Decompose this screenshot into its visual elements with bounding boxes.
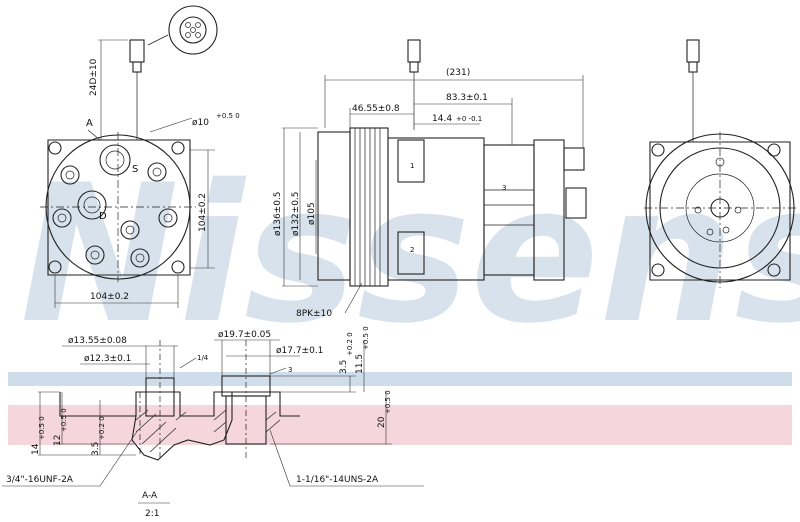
connector-height-dim: 24D±10 bbox=[89, 58, 99, 96]
section-3-5b-dim: 3.5 bbox=[91, 442, 101, 456]
section-17-7-dim: ø17.7±0.1 bbox=[276, 346, 323, 356]
front-height-dim: 104±0.2 bbox=[198, 193, 208, 232]
section-12-3-dim: ø12.3±0.1 bbox=[84, 354, 131, 364]
side-view: 1 2 3 (231) 83.3±0.1 46.55±0.8 14.4 +0 -… bbox=[273, 39, 587, 319]
front-label-d: D bbox=[99, 211, 107, 222]
front-width-dim: 104±0.2 bbox=[90, 292, 129, 302]
section-name: A-A bbox=[142, 491, 158, 501]
section-3-5a-tol: +0.2 0 bbox=[346, 332, 354, 356]
side-46-dim: 46.55±0.8 bbox=[352, 104, 400, 114]
section-20-dim: 20 bbox=[377, 416, 387, 428]
side-label-1: 1 bbox=[410, 162, 414, 170]
side-83-dim: 83.3±0.1 bbox=[446, 93, 488, 103]
front-view: A S D ø10 +0.5 0 104±0.2 104±0.2 bbox=[40, 112, 240, 308]
connector-detail: 24D±10 bbox=[89, 5, 218, 141]
front-pipe-tol: +0.5 0 bbox=[216, 112, 240, 120]
section-angle-b: 3 bbox=[288, 366, 292, 374]
watermark-brand: Nissens bbox=[20, 144, 800, 365]
side-105-dim: ø105 bbox=[307, 202, 317, 225]
section-14-dim: 14 bbox=[31, 443, 41, 455]
section-angle-a: 1/4 bbox=[197, 354, 209, 362]
watermark-band-blue bbox=[8, 372, 792, 386]
section-19-7-dim: ø19.7±0.05 bbox=[218, 330, 271, 340]
section-11-5-tol: +0.5 0 bbox=[362, 326, 370, 350]
side-136-dim: ø136±0.5 bbox=[273, 191, 283, 236]
thread-right-label: 1-1/16"-14UNS-2A bbox=[296, 475, 379, 485]
section-11-5-dim: 11.5 bbox=[355, 354, 365, 374]
side-belt-dim: 8PK±10 bbox=[296, 309, 332, 319]
section-13-55-dim: ø13.55±0.08 bbox=[68, 336, 127, 346]
side-132-dim: ø132±0.5 bbox=[291, 191, 301, 236]
side-overall-dim: (231) bbox=[446, 68, 470, 78]
side-label-3: 3 bbox=[502, 184, 506, 192]
side-14-dim: 14.4 bbox=[432, 114, 452, 124]
front-label-a: A bbox=[86, 118, 93, 129]
watermark-band-pink bbox=[8, 405, 792, 445]
section-20-tol: +0.5 0 bbox=[384, 390, 392, 414]
thread-left-label: 3/4"-16UNF-2A bbox=[6, 475, 74, 485]
section-14-tol: +0.5 0 bbox=[38, 416, 46, 440]
section-12-tol: +0.5 0 bbox=[60, 408, 68, 432]
section-12-dim: 12 bbox=[53, 435, 63, 446]
front-pipe-dim: ø10 bbox=[192, 118, 209, 128]
side-label-2: 2 bbox=[410, 246, 414, 254]
side-14-tol: +0 -0.1 bbox=[456, 115, 482, 123]
section-scale: 2:1 bbox=[145, 509, 159, 519]
rear-view bbox=[644, 39, 796, 288]
section-3-5b-tol: +0.2 0 bbox=[98, 416, 106, 440]
front-label-s: S bbox=[132, 164, 138, 175]
section-a-a: ø13.55±0.08 ø12.3±0.1 1/4 ø19.7±0.05 ø17… bbox=[2, 326, 424, 519]
section-3-5a-dim: 3.5 bbox=[339, 360, 349, 374]
